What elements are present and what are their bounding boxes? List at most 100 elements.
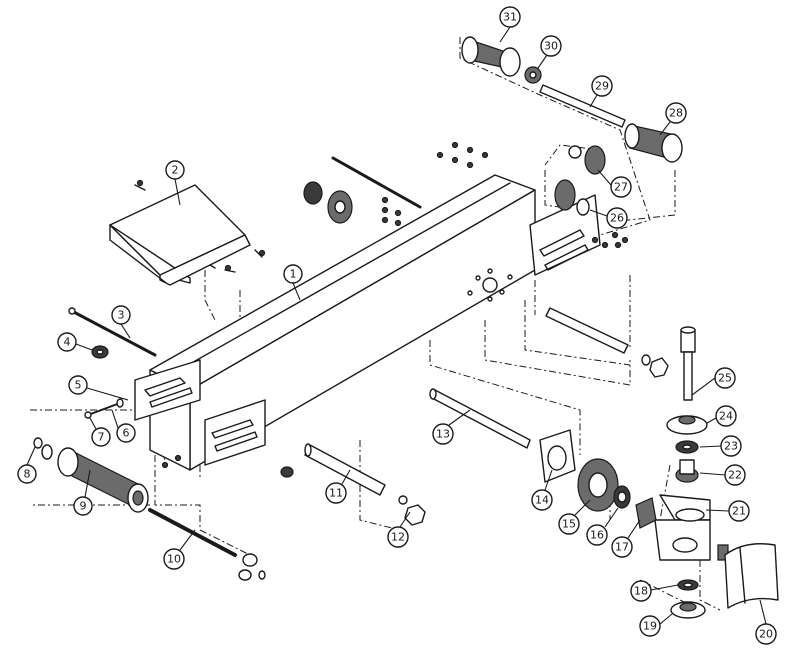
callout-15[interactable]: 15 [558,513,580,535]
callout-3[interactable]: 3 [111,305,131,325]
leader-line [341,469,351,485]
callout-12[interactable]: 12 [387,526,409,548]
callout-17[interactable]: 17 [611,536,633,558]
svg-text:26: 26 [610,212,624,225]
callout-8[interactable]: 8 [17,464,37,484]
callout-25[interactable]: 25 [714,367,736,389]
callout-24[interactable]: 24 [715,405,737,427]
svg-text:15: 15 [562,518,576,531]
callout-5[interactable]: 5 [68,375,88,395]
callout-labels: 1 2 3 4 5 6 7 8 9 10 11 12 13 14 15 16 1… [17,6,777,645]
roller-9 [57,447,149,513]
callout-19[interactable]: 19 [639,615,661,637]
bearing-23 [675,440,699,454]
bearing-cap-24 [666,415,708,435]
nut-12 [398,495,426,526]
leader-line [574,499,591,516]
leader-line [604,507,619,528]
svg-text:28: 28 [669,107,683,120]
callout-20[interactable]: 20 [755,623,777,645]
callout-11[interactable]: 11 [325,482,347,504]
bevel-gear-22 [675,459,699,483]
roller-sleeve-28 [624,123,683,163]
svg-text:4: 4 [64,336,71,349]
svg-text:21: 21 [732,505,746,518]
washer-8 [33,437,53,460]
svg-text:29: 29 [595,80,609,93]
leader-line [174,178,181,206]
callout-2[interactable]: 2 [165,160,185,180]
svg-text:10: 10 [167,553,181,566]
callout-28[interactable]: 28 [665,102,687,124]
leader-line [26,446,36,466]
leader-line [589,94,598,108]
bearing-18 [677,579,699,591]
leader-line [691,377,716,396]
main-frame-beam [134,174,601,471]
leader-line [706,417,717,424]
svg-text:16: 16 [590,529,604,542]
leader-line [589,209,608,217]
cross-pin [545,307,669,378]
leader-line [537,54,548,69]
svg-text:31: 31 [503,11,517,24]
svg-text:5: 5 [75,379,82,392]
callout-1[interactable]: 1 [283,264,303,284]
callout-6[interactable]: 6 [116,423,136,443]
callout-4[interactable]: 4 [57,332,77,352]
callout-31[interactable]: 31 [499,6,521,28]
side-bearing-cluster [303,181,353,224]
leader-line [699,445,722,448]
leader-line [650,584,679,591]
callout-21[interactable]: 21 [728,500,750,522]
svg-text:9: 9 [80,500,87,513]
svg-text:3: 3 [118,309,125,322]
callout-16[interactable]: 16 [586,524,608,546]
svg-text:11: 11 [329,487,343,500]
callout-22[interactable]: 22 [724,464,746,486]
svg-text:30: 30 [544,40,558,53]
callout-26[interactable]: 26 [606,207,628,229]
callout-18[interactable]: 18 [630,580,652,602]
leader-line [179,529,196,551]
flange-plate-14 [539,429,576,483]
pin-11 [280,443,386,496]
svg-text:13: 13 [436,428,450,441]
callout-14[interactable]: 14 [531,489,553,511]
leader-line [659,121,671,136]
svg-text:27: 27 [614,181,628,194]
svg-text:14: 14 [535,494,549,507]
callout-10[interactable]: 10 [163,548,185,570]
leader-line [120,323,131,339]
svg-text:25: 25 [718,372,732,385]
svg-text:20: 20 [759,628,773,641]
fastener-set [136,141,629,469]
leader-line [84,469,91,498]
callout-29[interactable]: 29 [591,75,613,97]
leader-line [627,519,641,539]
svg-text:12: 12 [391,531,405,544]
callout-23[interactable]: 23 [720,435,742,457]
bevel-gear-17 [635,497,657,529]
vertical-shaft-25 [680,326,696,401]
callout-13[interactable]: 13 [432,423,454,445]
callout-27[interactable]: 27 [610,176,632,198]
cover-plate [109,184,263,286]
svg-text:18: 18 [634,585,648,598]
callout-9[interactable]: 9 [73,496,93,516]
callout-7[interactable]: 7 [91,427,111,447]
svg-text:6: 6 [123,427,130,440]
leader-line [292,282,301,301]
leader-line [759,599,767,625]
long-bolt [68,307,157,357]
leader-line [111,409,119,429]
leader-line [705,509,730,512]
callout-30[interactable]: 30 [540,35,562,57]
svg-text:19: 19 [643,620,657,633]
roller-shaft-10 [148,508,266,581]
leader-line [499,26,511,43]
leader-lines [26,26,767,625]
svg-text:17: 17 [615,541,629,554]
leader-line [75,343,93,351]
